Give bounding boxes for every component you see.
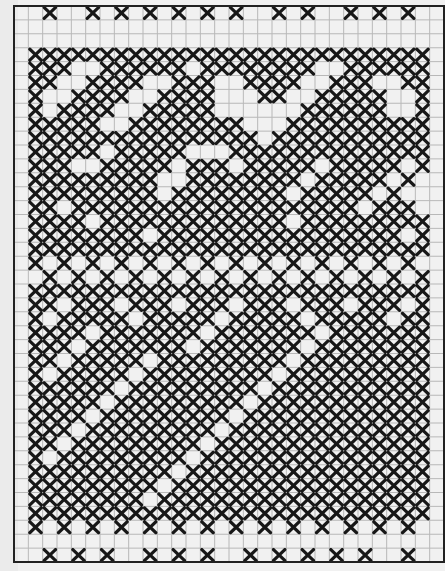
paper-shadow bbox=[0, 0, 18, 571]
grid-lines bbox=[14, 6, 444, 562]
